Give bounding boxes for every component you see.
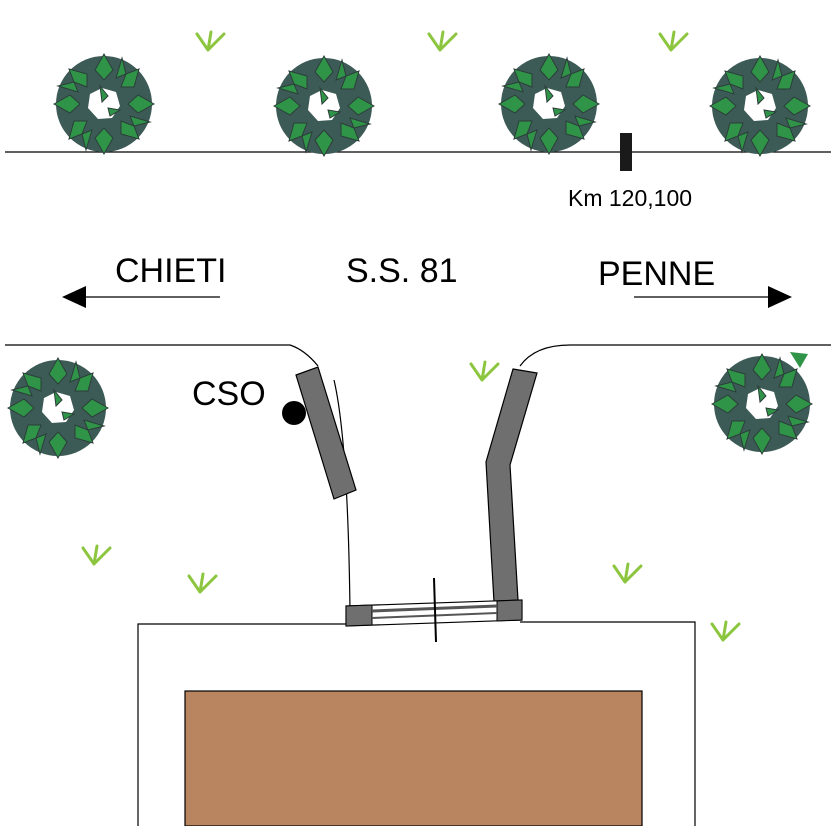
shrub-icon xyxy=(53,53,155,155)
shrub-icon xyxy=(498,53,600,155)
lot-boundary xyxy=(137,621,696,826)
grass-tuft-icon xyxy=(612,562,643,584)
right-direction-label: PENNE xyxy=(598,255,715,293)
grass-tuft-icon xyxy=(469,360,500,382)
shrub-icon xyxy=(709,55,811,157)
shrub-leaf xyxy=(790,352,808,368)
km-marker-label: Km 120,100 xyxy=(568,185,692,211)
shrub-icon xyxy=(273,55,375,157)
gate-bar-left xyxy=(295,366,357,500)
grass-tuft-icon xyxy=(187,572,218,594)
shrub-icon xyxy=(711,353,813,455)
arrow-left-icon xyxy=(62,286,220,308)
arrow-right-icon xyxy=(634,286,792,308)
point-label: CSO xyxy=(192,375,266,413)
shrub-icon xyxy=(7,357,109,459)
grass-tuft-icon xyxy=(658,30,689,52)
road-edge-south-right xyxy=(519,344,831,367)
gate-bar-right xyxy=(485,368,538,603)
sliding-gate xyxy=(345,577,523,643)
dot-marker-icon xyxy=(282,401,306,425)
grass-tuft-icon xyxy=(710,620,741,642)
grass-tuft-icon xyxy=(81,544,112,566)
road-edge-south-left xyxy=(5,344,319,367)
road-name-label: S.S. 81 xyxy=(346,252,458,290)
building xyxy=(184,690,643,826)
left-direction-label: CHIETI xyxy=(115,252,226,290)
grass-tuft-icon xyxy=(195,30,226,52)
grass-tuft-icon xyxy=(427,30,458,52)
km-post-icon xyxy=(620,133,632,171)
